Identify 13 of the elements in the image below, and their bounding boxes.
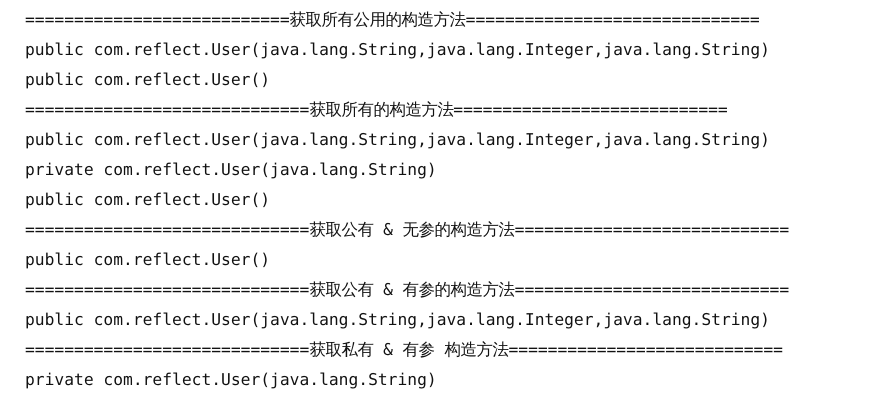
console-output-line: =============================获取公有 & 无参的构造方法============================: [25, 219, 790, 241]
console-output-line: public com.reflect.User(): [25, 69, 270, 91]
console-output-line: =============================获取私有 & 有参 构造方法============================: [25, 339, 783, 361]
console-output-line: public com.reflect.User(): [25, 249, 270, 271]
console-output-line: ===========================获取所有公用的构造方法==============================: [25, 9, 760, 31]
console-output-line: public com.reflect.User(java.lang.String,java.lang.Integer,java.lang.String): [25, 309, 770, 331]
console-output-line: private com.reflect.User(java.lang.String): [25, 369, 437, 391]
console-output-line: =============================获取公有 & 有参的构造方法============================: [25, 279, 790, 301]
console-output-line: public com.reflect.User(java.lang.String,java.lang.Integer,java.lang.String): [25, 39, 770, 61]
console-output-line: public com.reflect.User(java.lang.String,java.lang.Integer,java.lang.String): [25, 129, 770, 151]
console-output-line: public com.reflect.User(): [25, 189, 270, 211]
console-output-line: private com.reflect.User(java.lang.String): [25, 159, 437, 181]
console-output-line: =============================获取所有的构造方法============================: [25, 99, 728, 121]
